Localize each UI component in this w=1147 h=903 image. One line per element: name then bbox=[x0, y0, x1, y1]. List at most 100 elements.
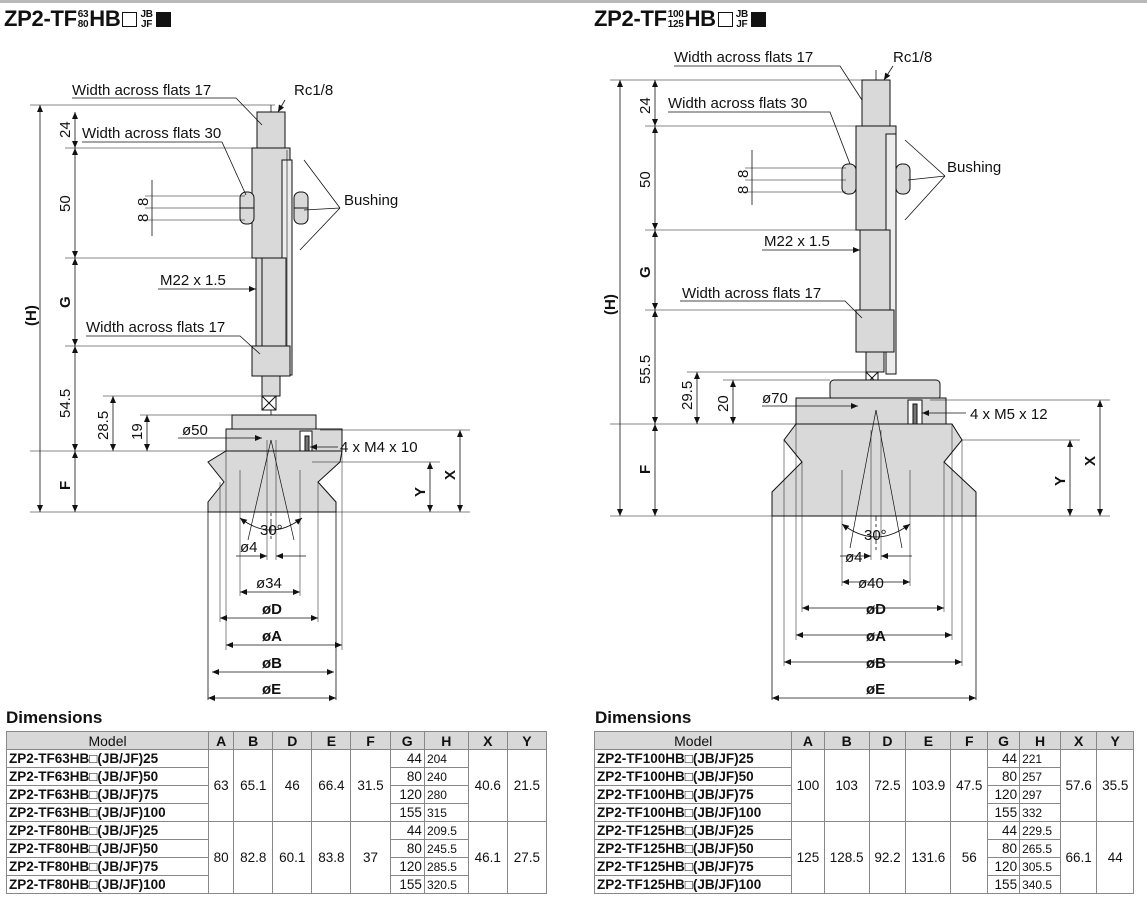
right-label-phiA: øA bbox=[866, 628, 886, 645]
cell-x: 57.6 bbox=[1059, 749, 1098, 822]
left-label-waf17-mid: Width across flats 17 bbox=[86, 319, 225, 336]
left-dim-X: X bbox=[442, 470, 459, 480]
cell-a: 63 bbox=[208, 749, 235, 822]
left-label-phi34: ø34 bbox=[256, 575, 282, 592]
col-header: Y bbox=[506, 731, 548, 750]
right-label-waf17-mid: Width across flats 17 bbox=[682, 285, 821, 302]
right-label-phi70: ø70 bbox=[762, 390, 788, 407]
cell-h: 332 bbox=[1019, 803, 1061, 822]
right-label-waf17-top: Width across flats 17 bbox=[674, 49, 813, 66]
right-label-phi4: ø4 bbox=[845, 549, 863, 566]
left-label-angle: 30° bbox=[260, 522, 283, 539]
left-label-m22: M22 x 1.5 bbox=[160, 272, 226, 289]
col-header: B bbox=[233, 731, 274, 750]
cell-f: 31.5 bbox=[350, 749, 391, 822]
cell-a: 80 bbox=[208, 821, 235, 894]
right-label-phi40: ø40 bbox=[858, 575, 884, 592]
left-drawing-labels: Width across flats 17 Rc1/8 Width across… bbox=[23, 82, 459, 698]
col-header: A bbox=[791, 731, 825, 750]
right-label-phiE: øE bbox=[866, 681, 885, 698]
cell-b: 103 bbox=[823, 749, 870, 822]
right-dim-G: G bbox=[637, 266, 654, 278]
left-label-waf17-top: Width across flats 17 bbox=[72, 82, 211, 99]
right-label-phiD: øD bbox=[866, 601, 886, 618]
cell-g: 120 bbox=[986, 857, 1021, 876]
cell-x: 40.6 bbox=[467, 749, 508, 822]
model-cell: ZP2-TF80HB□(JB/JF)75 bbox=[5, 857, 210, 876]
cell-y: 35.5 bbox=[1096, 749, 1134, 822]
left-label-phiE: øE bbox=[262, 681, 281, 698]
col-header: Y bbox=[1096, 731, 1134, 750]
col-header: A bbox=[208, 731, 235, 750]
cell-g: 80 bbox=[986, 839, 1021, 858]
model-cell: ZP2-TF100HB□(JB/JF)50 bbox=[593, 767, 793, 786]
left-dim-285: 28.5 bbox=[95, 411, 112, 440]
col-header: G bbox=[389, 731, 425, 750]
cell-y: 44 bbox=[1096, 821, 1134, 894]
model-cell: ZP2-TF125HB□(JB/JF)25 bbox=[593, 821, 793, 840]
left-dimensions-table: Model A B D E F G H X Y ZP2-TF63HB□(JB/J… bbox=[5, 731, 548, 894]
right-title-box-symbol bbox=[717, 12, 733, 27]
cell-f: 56 bbox=[950, 821, 988, 894]
model-cell: ZP2-TF63HB□(JB/JF)100 bbox=[5, 803, 210, 822]
table-header-row: Model A B D E F G H X Y bbox=[5, 731, 548, 750]
cell-h: 280 bbox=[423, 785, 469, 804]
model-cell: ZP2-TF125HB□(JB/JF)100 bbox=[593, 875, 793, 894]
model-cell: ZP2-TF63HB□(JB/JF)50 bbox=[5, 767, 210, 786]
right-label-waf30: Width across flats 30 bbox=[668, 95, 807, 112]
col-header: F bbox=[950, 731, 988, 750]
cell-y: 21.5 bbox=[506, 749, 548, 822]
cell-h: 265.5 bbox=[1019, 839, 1061, 858]
right-dimensions-table: Model A B D E F G H X Y ZP2-TF100HB□(JB/… bbox=[593, 731, 1134, 894]
cell-e: 83.8 bbox=[311, 821, 352, 894]
left-label-rc: Rc1/8 bbox=[294, 82, 333, 99]
left-label-m4: 4 x M4 x 10 bbox=[340, 439, 418, 456]
model-cell: ZP2-TF80HB□(JB/JF)100 bbox=[5, 875, 210, 894]
cell-e: 66.4 bbox=[311, 749, 352, 822]
cell-h: 245.5 bbox=[423, 839, 469, 858]
cell-g: 120 bbox=[986, 785, 1021, 804]
left-title-filled-square bbox=[155, 12, 171, 27]
col-header: D bbox=[272, 731, 313, 750]
cell-x: 66.1 bbox=[1059, 821, 1098, 894]
col-header: X bbox=[1059, 731, 1098, 750]
cell-g: 80 bbox=[389, 839, 425, 858]
left-dim-19: 19 bbox=[129, 423, 146, 440]
left-drawing bbox=[30, 97, 470, 701]
cell-h: 340.5 bbox=[1019, 875, 1061, 894]
col-header: Model bbox=[5, 731, 210, 750]
cell-h: 285.5 bbox=[423, 857, 469, 876]
col-header: B bbox=[823, 731, 870, 750]
col-header: D bbox=[868, 731, 907, 750]
cell-x: 46.1 bbox=[467, 821, 508, 894]
cell-g: 155 bbox=[389, 875, 425, 894]
cell-g: 120 bbox=[389, 785, 425, 804]
cell-h: 240 bbox=[423, 767, 469, 786]
cell-b: 128.5 bbox=[823, 821, 870, 894]
cell-h: 204 bbox=[423, 749, 469, 768]
cell-h: 297 bbox=[1019, 785, 1061, 804]
cell-g: 80 bbox=[389, 767, 425, 786]
cell-f: 47.5 bbox=[950, 749, 988, 822]
cell-e: 103.9 bbox=[905, 749, 952, 822]
cell-g: 155 bbox=[389, 803, 425, 822]
model-cell: ZP2-TF100HB□(JB/JF)25 bbox=[593, 749, 793, 768]
left-label-phiA: øA bbox=[262, 628, 282, 645]
cell-g: 44 bbox=[986, 821, 1021, 840]
right-dim-X: X bbox=[1082, 456, 1099, 466]
col-header: X bbox=[467, 731, 508, 750]
right-label-phiB: øB bbox=[866, 655, 886, 672]
right-dim-Y: Y bbox=[1052, 476, 1069, 486]
model-cell: ZP2-TF63HB□(JB/JF)75 bbox=[5, 785, 210, 804]
cell-h: 257 bbox=[1019, 767, 1061, 786]
